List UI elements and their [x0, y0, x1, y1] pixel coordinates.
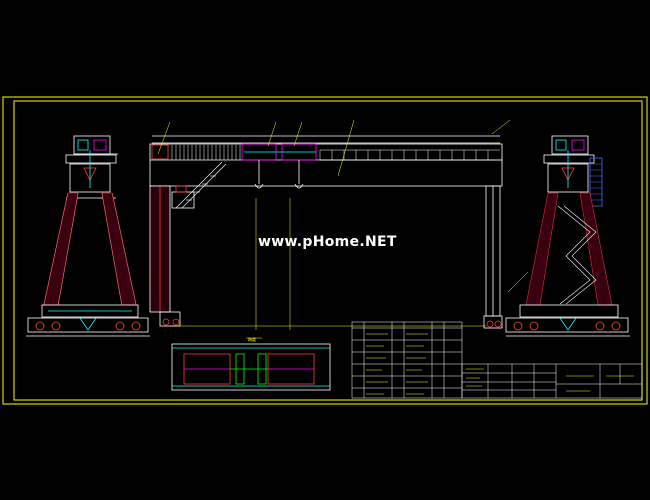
- title-block: [461, 363, 643, 399]
- span-dimension-label: 跨度: [248, 336, 256, 342]
- plan-view: 跨度: [171, 336, 331, 391]
- parts-table: [351, 321, 463, 399]
- front-elevation: [149, 119, 511, 330]
- left-end-view: [26, 135, 150, 337]
- drawing-frame: [2, 96, 648, 405]
- watermark-text: www.pHome.NET: [258, 234, 397, 250]
- right-end-view: [505, 135, 630, 337]
